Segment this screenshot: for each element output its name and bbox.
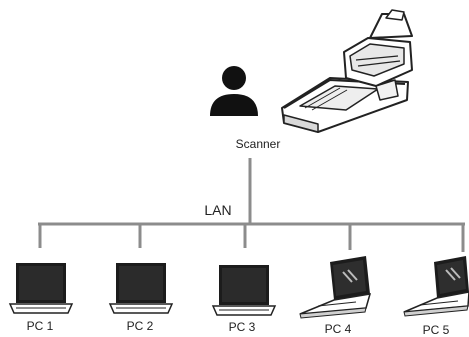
- flatbed-scanner-with-adf-icon: [281, 9, 413, 133]
- person-icon: [210, 66, 258, 116]
- lan-label: LAN: [204, 202, 231, 218]
- laptop-icon: [299, 256, 372, 319]
- pc-3-label: PC 3: [229, 320, 256, 334]
- laptop-icon: [211, 265, 277, 316]
- laptop-icon: [403, 256, 469, 317]
- pc-5-label: PC 5: [423, 323, 450, 337]
- pc-2-label: PC 2: [127, 319, 154, 333]
- scanner-label: Scanner: [236, 137, 281, 151]
- pc-4-label: PC 4: [325, 322, 352, 336]
- pc-1-label: PC 1: [27, 319, 54, 333]
- laptop-icon: [8, 263, 74, 314]
- laptop-icon: [108, 263, 174, 314]
- lan-connections: [38, 158, 465, 252]
